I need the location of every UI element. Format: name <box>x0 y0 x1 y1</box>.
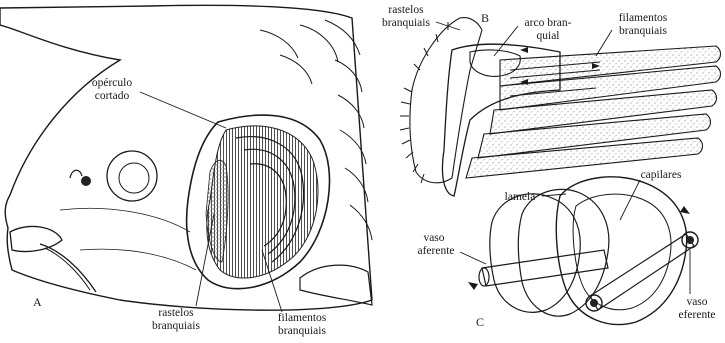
raker-teeth <box>400 22 448 183</box>
afferent-vessel <box>479 250 608 286</box>
panel-c-letter: C <box>476 315 484 329</box>
label-arco-line1: arco bran- <box>525 17 572 29</box>
leader-capilares <box>620 180 640 220</box>
leader-operculo <box>140 92 226 128</box>
label-vaso-aferente-line2: aferente <box>417 245 454 257</box>
fish-nostril <box>70 170 91 186</box>
panel-c-lamellae <box>468 177 698 325</box>
fish-mouth <box>10 226 62 251</box>
label-vaso-eferente-line1: vaso <box>686 296 707 308</box>
panel-a-letter: A <box>33 295 42 309</box>
flow-arrows-c <box>468 206 690 290</box>
label-operculo-line1: opérculo <box>92 77 132 89</box>
leader-vaso-aferente <box>460 252 486 264</box>
head-contours <box>60 208 196 270</box>
label-rastelos-b-line2: branquiais <box>382 17 430 29</box>
label-vaso-aferente-line1: vaso <box>423 232 444 244</box>
fish-eye-outer <box>107 151 157 201</box>
label-rastelos-a-line2: branquiais <box>152 320 200 332</box>
lamella-1 <box>490 194 580 312</box>
panel-a-fish-head <box>0 5 372 310</box>
pectoral-fin <box>300 265 372 305</box>
leader-filamentos-b <box>596 30 612 56</box>
fish-head-outline <box>0 5 372 310</box>
label-operculo-line2: cortado <box>95 90 130 102</box>
leader-rastelos-a <box>196 214 214 306</box>
label-arco-line2: quial <box>537 30 560 42</box>
label-filamentos-a-line2: branquiais <box>278 325 326 337</box>
lamella-front <box>556 177 686 325</box>
label-lamela: lamela <box>505 191 536 203</box>
label-rastelos-a-line1: rastelos <box>158 307 194 319</box>
label-vaso-eferente-line2: eferente <box>678 309 715 321</box>
label-filamentos-a-line1: filamentos <box>278 312 327 324</box>
label-rastelos-b-line1: rastelos <box>388 4 424 16</box>
fish-barbel <box>40 244 96 292</box>
panel-b-letter: B <box>481 11 489 25</box>
label-filamentos-b-line1: filamentos <box>619 12 668 24</box>
label-capilares: capilares <box>641 169 682 181</box>
fish-eye-pupil <box>119 163 149 193</box>
label-filamentos-b-line2: branquiais <box>619 25 667 37</box>
gill-rakers-b <box>410 18 482 183</box>
